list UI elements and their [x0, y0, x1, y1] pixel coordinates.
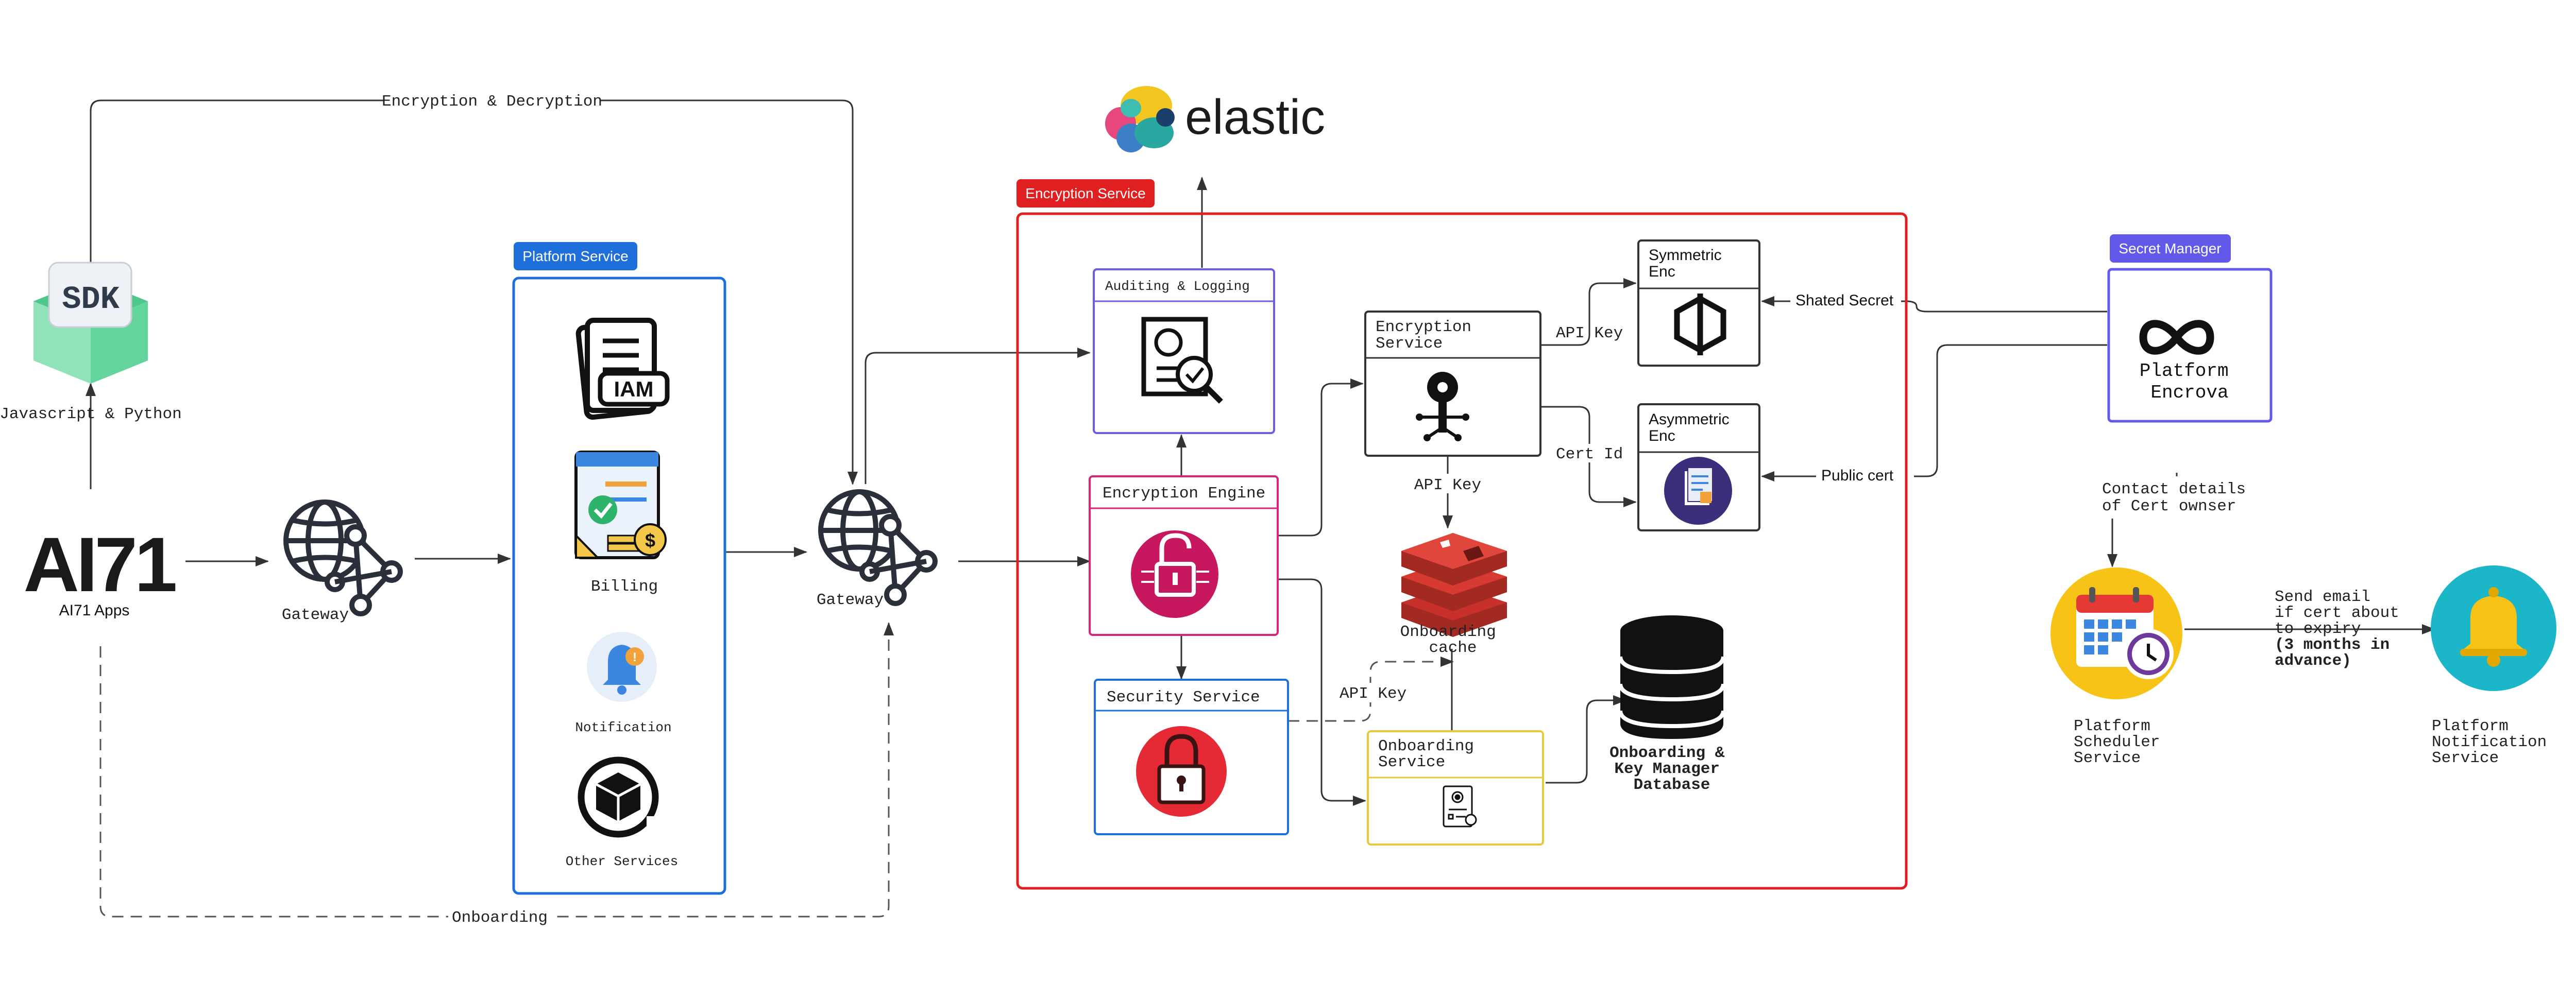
gateway-icon	[283, 499, 403, 616]
gateway-icon	[818, 489, 938, 606]
bell-icon	[2431, 565, 2556, 691]
edge-label-api-key-symmetric: API Key	[1556, 324, 1623, 342]
key-icon	[1416, 372, 1469, 441]
notification-label: Notification	[575, 720, 671, 735]
symmetric-cipher-icon	[1674, 294, 1726, 355]
edge-engine-to-encservice	[1278, 378, 1364, 537]
redis-icon	[1401, 533, 1507, 637]
lock-icon	[1136, 726, 1227, 817]
platform-service-tag	[514, 242, 637, 270]
edge-label-public-cert: Public cert	[1821, 467, 1894, 484]
ai71-logo: AI71	[24, 521, 176, 608]
elastic-label: elastic	[1185, 90, 1325, 145]
ai71-apps-label: AI71 Apps	[59, 602, 130, 619]
sdk-caption: Javascript & Python	[0, 405, 182, 423]
calendar-clock-icon	[2050, 567, 2182, 699]
notification-service-node: Platform Notification Service	[2431, 565, 2556, 767]
onboarding-service-node: Onboarding Service	[1367, 730, 1544, 846]
onboarding-service-label: Onboarding Service	[1378, 737, 1484, 771]
edge-encryption-decryption	[90, 99, 858, 485]
billing-icon: $	[574, 451, 667, 559]
encryption-engine-label: Encryption Engine	[1103, 485, 1265, 503]
edge-label-encryption-decryption: Encryption & Decryption	[382, 93, 602, 111]
encryption-service-subnode-label: Encryption Service	[1376, 318, 1481, 353]
secret-manager-tag-label: Secret Manager	[2119, 240, 2221, 256]
gateway-left-node: Gateway	[282, 499, 403, 624]
encryption-service-box	[1016, 212, 1908, 890]
security-service-label: Security Service	[1107, 688, 1260, 707]
onboarding-db-node: Onboarding & Key Manager Database	[1609, 615, 1734, 794]
other-services-icon	[578, 756, 659, 838]
asymmetric-enc-label: Asymmetric Enc	[1649, 411, 1734, 444]
edge-label-api-key-security: API Key	[1340, 685, 1406, 703]
sdk-icon: SDK	[33, 262, 148, 384]
encryption-service-subnode: Encryption Service	[1364, 311, 1541, 457]
asymmetric-enc-node: Asymmetric Enc	[1637, 403, 1760, 531]
elastic-node: elastic	[1105, 86, 1325, 152]
infinity-icon	[2139, 320, 2214, 355]
edge-label-contact-details: Contact details of Cert ownser	[2102, 480, 2256, 515]
scheduler-label: Platform Scheduler Service	[2074, 717, 2170, 767]
gateway-mid-label: Gateway	[817, 591, 884, 609]
auditing-logging-label: Auditing & Logging	[1105, 279, 1250, 294]
sdk-label: SDK	[62, 281, 120, 318]
platform-service-group: Platform Service IAM $ Billing	[512, 242, 726, 895]
unlock-icon	[1131, 530, 1218, 618]
gateway-mid-node: Gateway	[817, 489, 938, 609]
edge-encrova-to-symmetric	[1761, 296, 2107, 313]
audit-report-icon	[1141, 317, 1223, 404]
auditing-logging-node: Auditing & Logging	[1093, 268, 1275, 434]
scheduler-node: Platform Scheduler Service	[2050, 567, 2182, 767]
billing-label: Billing	[591, 578, 658, 596]
edge-label-shared-secret: Shated Secret	[1795, 292, 1894, 309]
platform-service-tag-label: Platform Service	[522, 248, 628, 264]
symmetric-enc-label: Symmetric Enc	[1649, 247, 1726, 280]
encryption-service-group: Encryption Service Auditing & Logging En…	[1016, 179, 1908, 890]
other-services-label: Other Services	[566, 854, 678, 869]
onboarding-form-icon	[1443, 785, 1477, 828]
platform-encrova-label: Platform Encrova	[2140, 360, 2240, 403]
security-service-node: Security Service	[1094, 679, 1289, 835]
edge-onboarding-to-db	[1546, 695, 1626, 784]
ai71-node: AI71 AI71 Apps	[24, 521, 179, 619]
certificate-icon	[1664, 457, 1732, 525]
edges: Encryption & Decryption Onboarding API K…	[86, 92, 2435, 927]
encryption-service-tag-label: Encryption Service	[1025, 185, 1145, 201]
edge-security-to-cache	[1288, 657, 1454, 722]
svg-text:$: $	[645, 530, 655, 551]
database-icon	[1618, 615, 1725, 739]
iam-label: IAM	[614, 377, 654, 401]
encryption-service-tag	[1016, 179, 1155, 208]
edge-onboarding	[99, 622, 894, 918]
onboarding-cache-label: Onboarding cache	[1400, 623, 1506, 657]
gateway-left-label: Gateway	[282, 606, 349, 624]
edge-label-onboarding: Onboarding	[452, 909, 548, 927]
encryption-engine-node: Encryption Engine	[1089, 475, 1279, 636]
notification-service-label: Platform Notification Service	[2432, 717, 2556, 767]
edge-label-cert-id: Cert Id	[1556, 445, 1623, 463]
edge-gateway-to-auditing	[865, 348, 1091, 484]
edge-engine-to-onboarding	[1278, 578, 1366, 806]
elastic-logo-icon	[1105, 86, 1175, 152]
platform-service-box	[512, 277, 726, 895]
edge-encservice-to-symmetric	[1540, 278, 1637, 346]
edge-label-api-key-cache: API Key	[1414, 476, 1481, 494]
iam-icon: IAM	[575, 318, 670, 420]
edge-label-send-email: Send email if cert about to expiry (3 mo…	[2275, 588, 2409, 670]
onboarding-db-label: Onboarding & Key Manager Database	[1609, 744, 1734, 794]
secret-manager-group: Secret Manager Platform Encrova	[2107, 234, 2273, 423]
sdk-node: SDK Javascript & Python	[0, 262, 182, 423]
svg-text:!: !	[633, 650, 637, 664]
notification-bell-icon: !	[587, 632, 657, 702]
edge-encrova-to-asymmetric	[1761, 344, 2107, 481]
symmetric-enc-node: Symmetric Enc	[1637, 239, 1760, 367]
secret-manager-tag	[2110, 234, 2231, 263]
onboarding-cache-node: Onboarding cache	[1400, 533, 1507, 657]
